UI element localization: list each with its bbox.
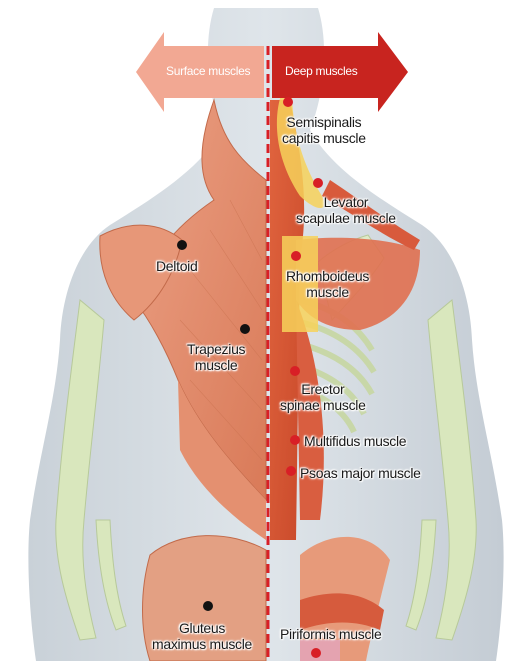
label-multifidus: Multifidus muscle (304, 433, 406, 449)
marker-semispinalis (283, 97, 293, 107)
label-rhomboideus: Rhomboideus muscle (286, 268, 369, 300)
marker-psoas (286, 466, 296, 476)
label-gluteus: Gluteus maximus muscle (152, 620, 252, 652)
deep-muscles-header: Deep muscles (285, 64, 357, 78)
marker-trapezius (240, 324, 250, 334)
label-erector: Erector spinae muscle (280, 381, 366, 413)
marker-gluteus (203, 601, 213, 611)
marker-levator (313, 178, 323, 188)
marker-piriformis (311, 648, 321, 658)
marker-multifidus (290, 435, 300, 445)
label-levator: Levator scapulae muscle (296, 194, 396, 226)
label-deltoid: Deltoid (156, 258, 197, 274)
marker-erector (290, 366, 300, 376)
surface-muscles-header: Surface muscles (166, 64, 250, 78)
label-semispinalis: Semispinalis capitis muscle (282, 114, 366, 146)
label-trapezius: Trapezius muscle (187, 341, 245, 373)
marker-rhomboideus (291, 251, 301, 261)
label-piriformis: Piriformis muscle (280, 626, 381, 642)
marker-deltoid (177, 240, 187, 250)
label-psoas: Psoas major muscle (300, 465, 421, 481)
